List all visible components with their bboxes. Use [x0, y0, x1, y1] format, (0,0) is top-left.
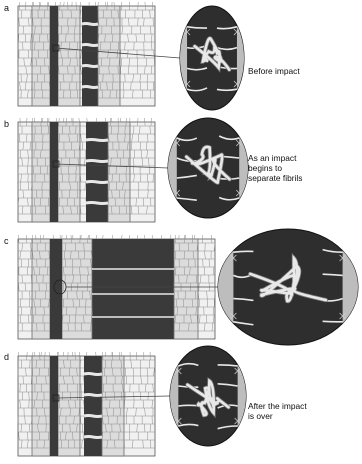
zoom-tether — [178, 405, 198, 406]
fibril-bridge — [84, 415, 102, 416]
fibril-bridge — [82, 65, 98, 66]
caption-impact-begins: As an impact begins to separate fibrils — [248, 153, 302, 183]
zoom-wall-left — [168, 118, 177, 218]
narrow-gap — [50, 122, 58, 222]
narrow-gap — [50, 239, 62, 339]
zoom-wall-left — [218, 229, 233, 345]
fibril-bridge — [84, 394, 102, 395]
zoom-wall-left — [180, 6, 187, 110]
membrane-strip — [102, 356, 124, 456]
panel-a-label: a — [4, 3, 9, 13]
fibril-bridge — [86, 160, 108, 161]
interfibril-gap — [86, 122, 108, 222]
zoom-c-ellipse — [218, 229, 358, 345]
membrane-strip — [174, 239, 198, 339]
fibril-bridge — [86, 202, 108, 203]
interfibril-gap — [82, 6, 98, 106]
caption-after-impact: After the impact is over — [248, 401, 307, 421]
zoom-wall-right — [237, 6, 244, 110]
panel-c — [18, 229, 358, 345]
fibril-bridge — [82, 86, 98, 87]
panel-a — [18, 2, 244, 110]
zoom-wall-right — [238, 346, 246, 446]
interfibril-gap — [92, 239, 174, 339]
zoom-wall-right — [343, 229, 358, 345]
fibril-bridge — [86, 139, 108, 140]
panel-b-label: b — [4, 119, 9, 129]
zoom-wall-left — [170, 346, 178, 446]
membrane-strip — [32, 356, 50, 456]
panel-d — [18, 346, 246, 456]
fibril-bridge — [82, 23, 98, 24]
membrane-strip — [32, 239, 50, 339]
panel-c-label: c — [4, 236, 9, 246]
zoom-wall-right — [239, 118, 248, 218]
narrow-gap — [50, 356, 58, 456]
zoom-tether — [233, 251, 253, 252]
caption-before-impact: Before impact — [248, 66, 300, 76]
fibril-bridge — [82, 44, 98, 45]
fibril-bridge — [84, 373, 102, 374]
panel-b — [18, 118, 248, 222]
narrow-gap — [50, 6, 58, 106]
interfibril-gap — [84, 356, 102, 456]
fibril-bridge — [84, 436, 102, 437]
panel-d-label: d — [4, 352, 9, 362]
fibril-bridge — [86, 181, 108, 182]
